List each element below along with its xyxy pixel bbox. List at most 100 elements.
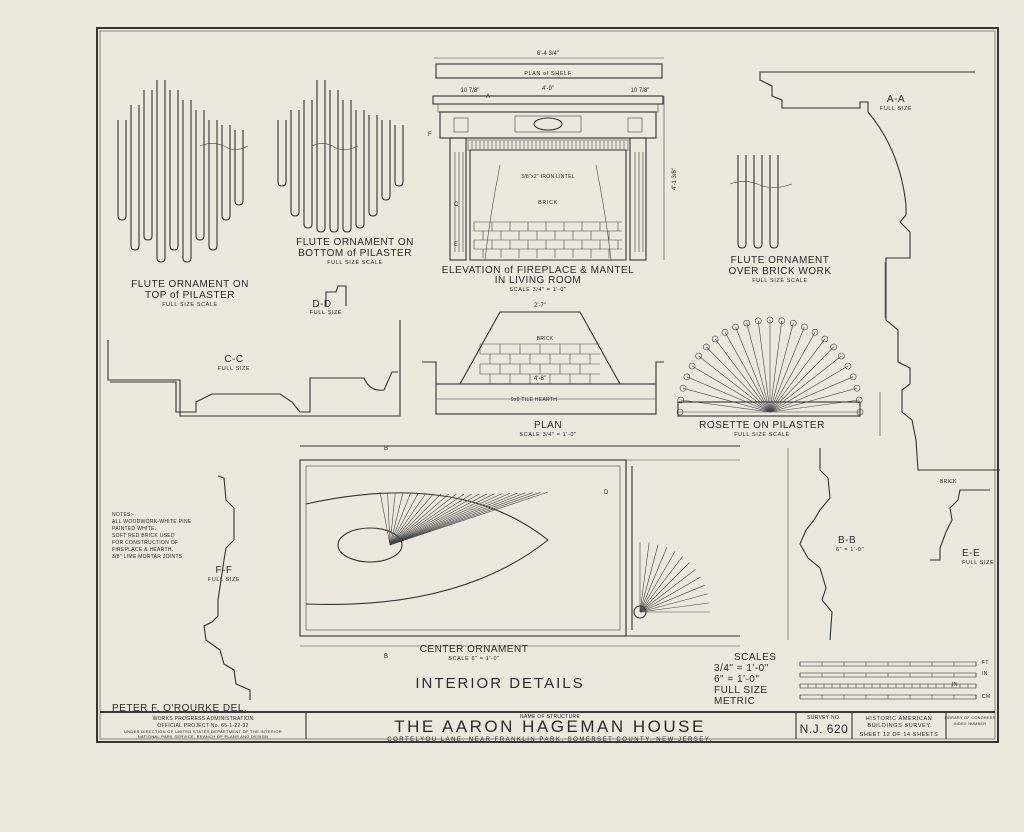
- cc-scale: FULL SIZE: [218, 366, 250, 372]
- ff-scale: FULL SIZE: [208, 577, 240, 583]
- rosette-label: ROSETTE ON PILASTER: [699, 420, 825, 431]
- dim-left: 10 7/8": [461, 88, 480, 94]
- hearth-label: 9x9 TILE HEARTH: [511, 397, 557, 403]
- elevation-label-1: ELEVATION of FIREPLACE & MANTEL: [442, 265, 634, 276]
- iron-lintel-label: 3/8"x2" IRON LINTEL: [521, 174, 575, 180]
- note-line-7: 3/8" LIME MORTAR JOINTS.: [112, 554, 184, 560]
- section-bb-profile: [799, 448, 833, 641]
- plan-of-shelf-label: PLAN of SHELF: [524, 71, 572, 77]
- bb-label: B-B: [838, 535, 856, 546]
- note-line-4: SOFT RED BRICK USED: [112, 533, 175, 539]
- center-ornament-scale: SCALE 6" = 1'-0": [448, 656, 499, 662]
- section-dd-profile: [325, 285, 347, 306]
- sheet-inner-border: [99, 30, 996, 740]
- dd-scale: FULL SIZE: [310, 310, 342, 316]
- plan-scale: SCALE 3/4" = 1'-0": [519, 432, 576, 438]
- aa-label: A-A: [887, 94, 905, 105]
- flute-brick-label-2: OVER BRICK WORK: [728, 266, 831, 277]
- section-mark-a: A: [486, 94, 490, 100]
- dim-plan-mid: 4'-8": [534, 376, 546, 382]
- agency-line-1: WORKS PROGRESS ADMINISTRATION: [153, 716, 254, 722]
- section-aa-profile: [759, 71, 1000, 471]
- scales-heading: SCALES: [734, 652, 776, 663]
- note-line-1: NOTES:-: [112, 512, 134, 518]
- dim-overall: 6'-4 3/4": [537, 51, 559, 57]
- flute-bottom-label-2: BOTTOM of PILASTER: [298, 248, 412, 259]
- dim-plan-top: 2'-7": [534, 303, 546, 309]
- plan-brick-label: BRICK: [537, 336, 554, 342]
- scale-row-1: 3/4" = 1'-0": [714, 663, 769, 674]
- section-cc-profile: [107, 320, 401, 417]
- flute-top-scale: FULL SIZE SCALE: [162, 302, 218, 308]
- section-mark-e: E: [454, 242, 458, 248]
- dim-height: 4'-1 3/8": [672, 168, 678, 190]
- agency-line-2: OFFICIAL PROJECT No. 65-1-22-92: [157, 723, 248, 729]
- direction-line-2: NATIONAL PARK SERVICE, BRANCH OF PLANS A…: [138, 734, 268, 739]
- cc-label: C-C: [224, 354, 243, 365]
- frieze-oval-ornament: [533, 117, 563, 131]
- center-oval-lattice: [337, 527, 403, 563]
- dd-label: D-D: [312, 299, 331, 310]
- library-line-2: INDEX NUMBER: [954, 722, 987, 726]
- flute-top-drawing: [117, 80, 249, 263]
- ee-brick-label: BRICK: [940, 479, 957, 485]
- section-mark-b-bottom: B: [384, 654, 388, 660]
- center-ornament: B B D: [299, 445, 740, 660]
- scale-row-4: METRIC: [714, 696, 755, 707]
- rosette-drawing: [676, 316, 864, 417]
- sheet-number: SHEET 12 OF 14 SHEETS: [860, 732, 939, 738]
- plan-label: PLAN: [534, 420, 562, 431]
- structure-name: THE AARON HAGEMAN HOUSE: [394, 717, 706, 736]
- flute-brick-label-1: FLUTE ORNAMENT: [731, 255, 830, 266]
- scale-unit-1: FT: [982, 660, 989, 666]
- drawn-by: PETER F. O'ROURKE DEL.: [112, 703, 247, 714]
- section-mark-d: D: [604, 490, 609, 496]
- elevation-label-2: IN LIVING ROOM: [495, 275, 581, 286]
- aa-scale: FULL SIZE: [880, 106, 912, 112]
- dim-mid: 4'-9": [542, 86, 554, 92]
- library-line-1: LIBRARY OF CONGRESS: [945, 716, 996, 720]
- section-ff-profile: [203, 475, 251, 700]
- direction-line-1: UNDER DIRECTION OF UNITED STATES DEPARTM…: [124, 729, 282, 734]
- ee-scale: FULL SIZE: [962, 560, 994, 566]
- survey-number: N.J. 620: [800, 722, 849, 736]
- scales-block: SCALES 3/4" = 1'-0" 6" = 1'-0" FULL SIZE…: [714, 652, 990, 707]
- dim-right: 10 7/8": [631, 88, 650, 94]
- fireplace-plan: 2'-7" BRICK 4'-8" 9x9 TILE HEARTH: [422, 303, 664, 415]
- main-title: INTERIOR DETAILS: [415, 675, 584, 692]
- note-line-6: FIREPLACE & HEARTH.: [112, 547, 173, 553]
- flute-bottom-label-1: FLUTE ORNAMENT ON: [296, 237, 414, 248]
- section-mark-b-top: B: [384, 446, 388, 452]
- section-mark-c: C: [454, 202, 459, 208]
- name-caption: NAME OF STRUCTURE: [520, 714, 580, 720]
- scale-row-3: FULL SIZE: [714, 685, 768, 696]
- title-block: WORKS PROGRESS ADMINISTRATION OFFICIAL P…: [100, 711, 996, 743]
- notes-block: NOTES:- ALL WOODWORK-WHITE PINE PAINTED …: [112, 512, 192, 560]
- note-line-2: ALL WOODWORK-WHITE PINE: [112, 519, 192, 525]
- section-ee-profile: [930, 489, 990, 561]
- scale-row-2: 6" = 1'-0": [714, 674, 759, 685]
- note-line-5: FOR CONSTRUCTION OF: [112, 540, 178, 546]
- flute-top-label-1: FLUTE ORNAMENT ON: [131, 279, 249, 290]
- ee-label: E-E: [962, 548, 980, 559]
- scale-unit-3: IN: [952, 682, 958, 688]
- survey-caption: SURVEY NO.: [807, 715, 841, 721]
- habs-line-2: BUILDINGS SURVEY: [867, 723, 930, 729]
- center-ornament-label: CENTER ORNAMENT: [420, 644, 529, 655]
- rosette-scale: FULL SIZE SCALE: [734, 432, 790, 438]
- ff-label: F-F: [215, 565, 232, 576]
- flute-brick-drawing: [729, 155, 793, 249]
- fireplace-brick-label: BRICK: [538, 200, 558, 206]
- flute-bottom-scale: FULL SIZE SCALE: [327, 260, 383, 266]
- fireplace-elevation: 6'-4 3/4" PLAN of SHELF 4'-9" 10 7/8" 10…: [428, 51, 678, 261]
- section-mark-f: F: [428, 132, 432, 138]
- elevation-scale: SCALE 3/4" = 1'-0": [509, 287, 566, 293]
- note-line-3: PAINTED WHITE.: [112, 526, 156, 532]
- structure-location: CORTELYOU LANE, NEAR FRANKLIN PARK, SOME…: [387, 737, 712, 743]
- flute-bottom-drawing: [277, 80, 404, 233]
- scale-unit-4: CM: [982, 694, 990, 700]
- flute-top-label-2: TOP of PILASTER: [145, 290, 235, 301]
- scale-unit-2: IN: [982, 671, 988, 677]
- habs-line-1: HISTORIC AMERICAN: [866, 716, 933, 722]
